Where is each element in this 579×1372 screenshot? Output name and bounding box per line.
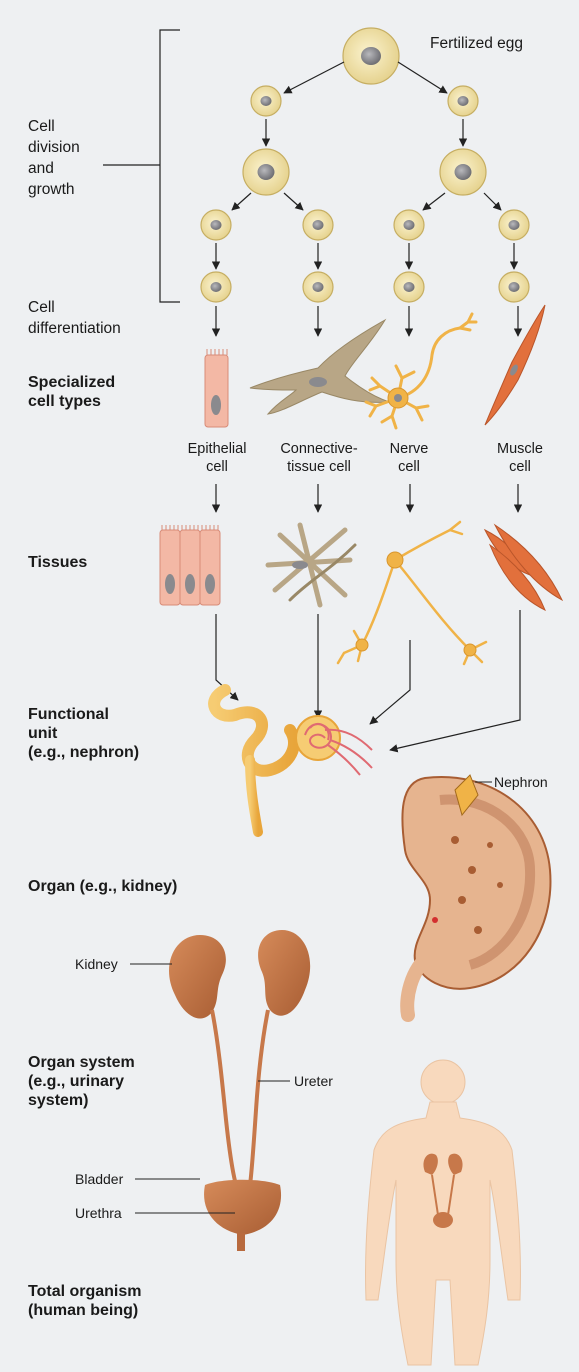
tissues-heading: Tissues — [28, 553, 87, 572]
bladder-label: Bladder — [75, 1171, 123, 1188]
connective-tissue-icon — [268, 525, 355, 605]
kidney-label: Kidney — [75, 956, 118, 973]
connective-tissue-cell-label: Connective- tissue cell — [276, 440, 362, 476]
urethra-label: Urethra — [75, 1205, 122, 1222]
nerve-tissue-icon — [338, 522, 486, 664]
organ-heading: Organ (e.g., kidney) — [28, 877, 177, 896]
division-bracket — [103, 30, 180, 302]
connective-tissue-cell-icon — [250, 320, 390, 414]
epithelial-cell-label: Epithelial cell — [184, 440, 250, 476]
muscle-cell-icon — [485, 305, 545, 425]
functional-unit-heading: Functional unit (e.g., nephron) — [28, 705, 139, 762]
cell-division-tree — [201, 28, 529, 302]
organ-system-heading: Organ system (e.g., urinary system) — [28, 1053, 135, 1110]
cell-division-label: Cell division and growth — [28, 116, 80, 200]
muscle-cell-label: Muscle cell — [492, 440, 548, 476]
urinary-system-icon — [169, 930, 310, 1251]
fertilized-egg-label: Fertilized egg — [430, 34, 523, 53]
human-body-icon — [365, 1060, 520, 1365]
epithelial-cell-icon — [205, 349, 228, 427]
nerve-cell-label: Nerve cell — [383, 440, 435, 476]
kidney-organ-icon — [402, 775, 550, 1015]
ureter-label: Ureter — [294, 1073, 333, 1090]
epithelial-tissue-icon — [160, 525, 220, 605]
nephron-icon — [214, 690, 372, 832]
cell-differentiation-label: Cell differentiation — [28, 297, 121, 339]
muscle-tissue-icon — [485, 525, 562, 610]
total-organism-heading: Total organism (human being) — [28, 1282, 142, 1320]
specialized-cell-types-heading: Specialized cell types — [28, 373, 115, 411]
nerve-cell-icon — [366, 314, 476, 428]
nephron-label: Nephron — [494, 774, 548, 791]
